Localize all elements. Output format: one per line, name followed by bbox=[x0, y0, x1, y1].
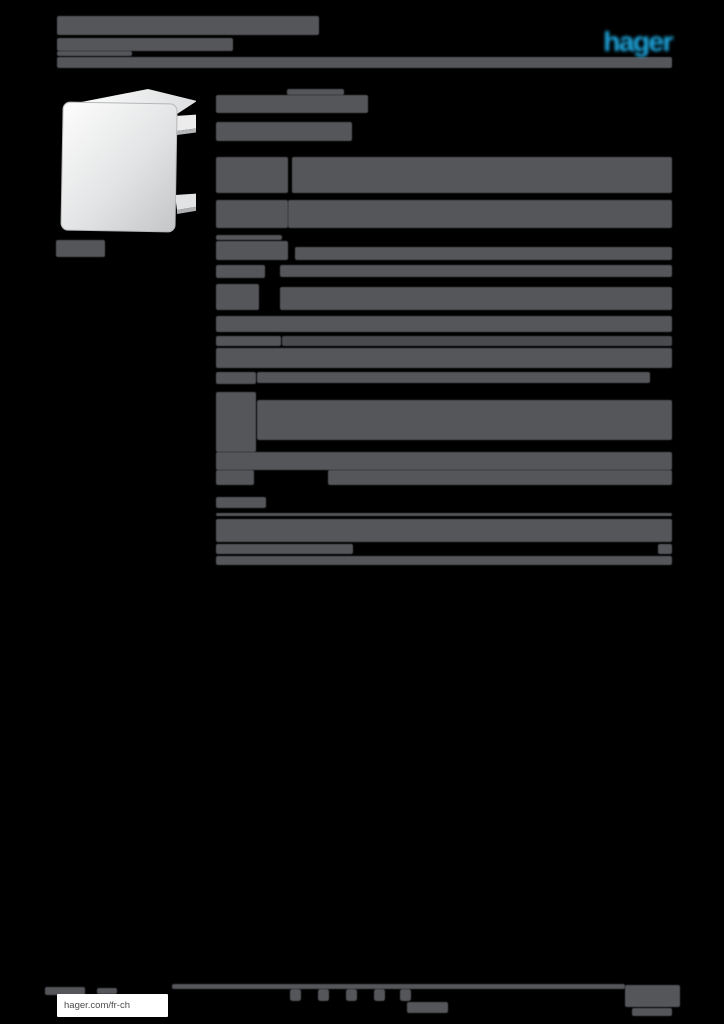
paragraph-line bbox=[658, 544, 672, 554]
row-full bbox=[216, 452, 672, 470]
row-value bbox=[257, 400, 672, 440]
row-value bbox=[282, 336, 672, 346]
paragraph-line bbox=[216, 544, 353, 554]
row-value bbox=[328, 470, 672, 485]
footer-logo-block bbox=[625, 985, 680, 1007]
footer-logo-block bbox=[632, 1008, 672, 1016]
product-heading-ascender bbox=[287, 89, 344, 95]
row-value bbox=[257, 372, 650, 383]
footer-left-bar bbox=[97, 988, 117, 994]
row-label bbox=[216, 241, 288, 260]
row-full bbox=[216, 316, 672, 332]
row-full bbox=[216, 348, 672, 368]
row-label bbox=[216, 235, 282, 240]
header-title-line-1 bbox=[57, 16, 319, 35]
paragraph-line bbox=[216, 519, 672, 542]
row-label bbox=[216, 392, 256, 452]
row-value bbox=[295, 247, 672, 260]
social-icon[interactable] bbox=[374, 989, 385, 1001]
row-label bbox=[216, 336, 281, 346]
footer-url-link[interactable]: hager.com/fr-ch bbox=[57, 994, 168, 1017]
footer-handle-bar bbox=[407, 1002, 448, 1013]
row-label bbox=[216, 265, 265, 278]
header-title-line-3 bbox=[57, 51, 132, 56]
row-label bbox=[216, 157, 288, 193]
social-icon[interactable] bbox=[290, 989, 301, 1001]
social-icon[interactable] bbox=[318, 989, 329, 1001]
row-value bbox=[292, 157, 672, 193]
row-value bbox=[280, 265, 672, 277]
row-value bbox=[280, 287, 672, 310]
social-icon[interactable] bbox=[400, 989, 411, 1001]
social-icon[interactable] bbox=[346, 989, 357, 1001]
row-value bbox=[288, 200, 672, 228]
hager-logo: hager bbox=[603, 26, 673, 57]
paragraph-line bbox=[216, 556, 672, 565]
header-title-line-2 bbox=[57, 38, 233, 51]
section-heading-bar bbox=[216, 497, 266, 508]
footer-left-bar bbox=[45, 987, 85, 995]
header-rule bbox=[57, 57, 672, 68]
product-caption-bar bbox=[56, 240, 105, 257]
row-label bbox=[216, 200, 288, 228]
product-heading-line-1 bbox=[216, 95, 368, 113]
end-cap-illustration bbox=[60, 89, 207, 233]
row-label bbox=[216, 372, 256, 384]
row-label bbox=[216, 470, 254, 485]
row-label bbox=[216, 284, 259, 310]
product-heading-line-2 bbox=[216, 122, 352, 141]
footer-rule bbox=[172, 984, 625, 989]
section-rule bbox=[216, 513, 672, 516]
product-image-end-cap bbox=[56, 85, 207, 235]
